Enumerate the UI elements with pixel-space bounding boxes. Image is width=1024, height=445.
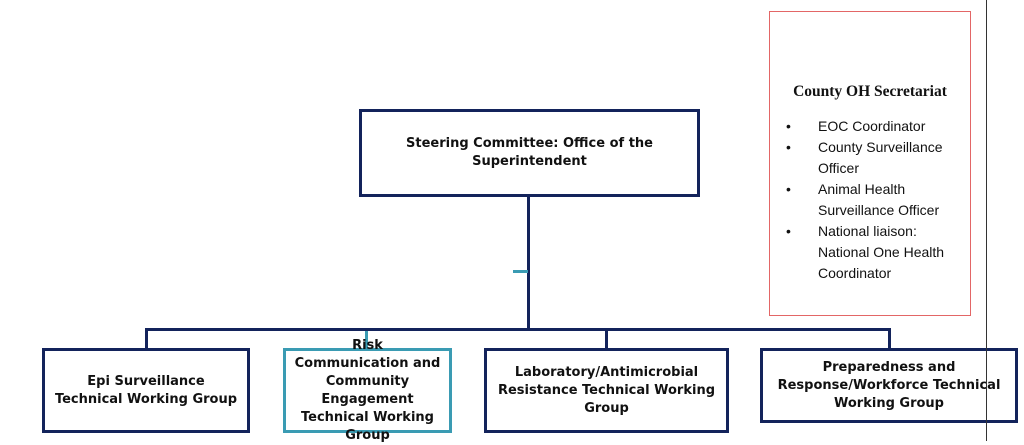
working-group-label: Epi Surveillance Technical Working Group [54,373,238,407]
working-group-preparedness-box: Preparedness and Response/Workforce Tech… [760,348,1018,423]
working-group-lab-box: Laboratory/Antimicrobial Resistance Tech… [484,348,729,433]
connector-drop-prep [888,328,891,349]
working-group-label: Laboratory/Antimicrobial Resistance Tech… [497,364,716,416]
steering-committee-label: Steering Committee: Office of the Superi… [406,136,653,169]
secretariat-list: EOC Coordinator County Surveillance Offi… [782,116,972,284]
connector-drop-lab [605,328,608,349]
secretariat-item: National liaison: National One Health Co… [782,221,972,284]
secretariat-item: EOC Coordinator [782,116,972,137]
secretariat-item: Animal Health Surveillance Officer [782,179,972,221]
connector-bus [145,328,891,331]
secretariat-title: County OH Secretariat [793,83,947,100]
secretariat-item: County Surveillance Officer [782,137,972,179]
working-group-label: Preparedness and Response/Workforce Tech… [777,359,1001,411]
working-group-epi-box: Epi Surveillance Technical Working Group [42,348,250,433]
connector-drop-risk [365,331,368,349]
connector-drop-epi [145,328,148,349]
working-group-risk-box: Risk Communication and Community Engagem… [283,338,452,443]
secretariat-box: County OH Secretariat EOC Coordinator Co… [769,11,971,316]
page-margin-rule [986,0,987,441]
working-group-label: Risk Communication and Community Engagem… [294,337,441,443]
connector-trunk [527,197,530,330]
connector-tick [513,270,528,273]
steering-committee-box: Steering Committee: Office of the Superi… [359,109,700,197]
